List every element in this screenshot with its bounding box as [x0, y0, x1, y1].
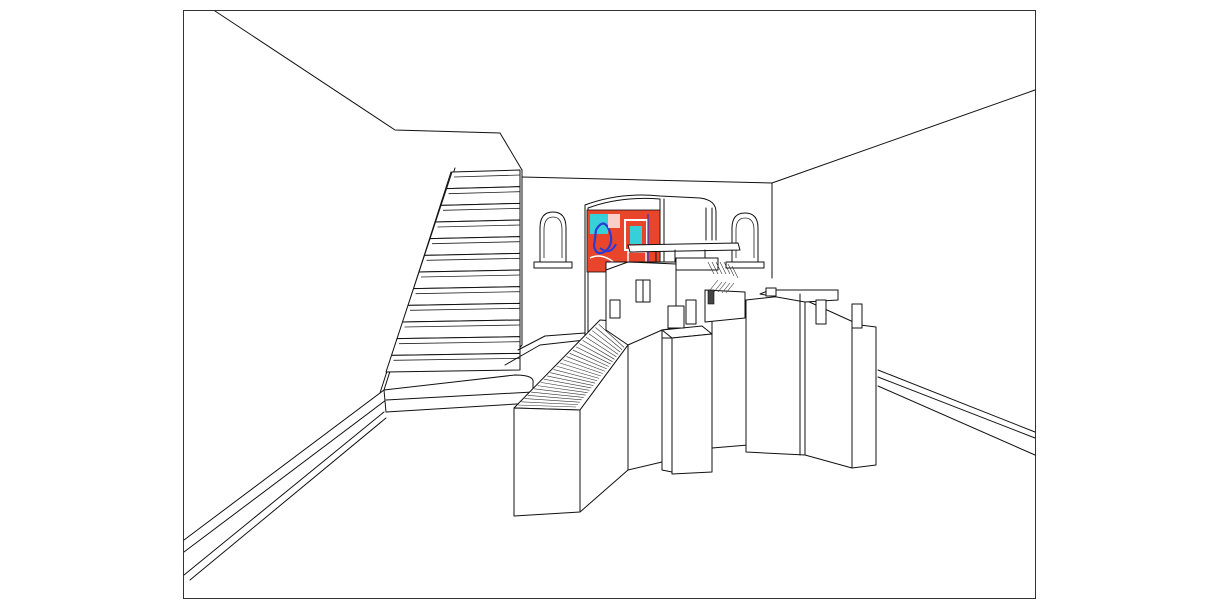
stair-tread	[402, 302, 521, 323]
left-arched-window	[533, 211, 573, 269]
stair-tread	[440, 186, 521, 206]
stair-nosing	[437, 224, 521, 228]
ramp-step-line	[550, 372, 596, 384]
model-center-block	[661, 299, 713, 475]
ramp-step-line	[553, 369, 598, 382]
stair-nosing	[448, 191, 521, 195]
stair-nosing	[409, 307, 521, 311]
stair-nosing	[453, 174, 521, 178]
ramp-step-line	[559, 362, 602, 377]
stair-nosing	[420, 274, 521, 278]
stair-nosing	[404, 324, 521, 328]
ramp-step-line	[592, 330, 621, 353]
stair-tread	[391, 336, 521, 356]
stair-tread	[407, 286, 521, 306]
ramp-step-line	[556, 365, 600, 379]
stair-nosing	[426, 257, 521, 261]
ramp-step-line	[569, 353, 607, 370]
ramp-step-line	[582, 340, 615, 360]
stair-tread	[435, 202, 521, 223]
ramp-step-line	[543, 378, 592, 389]
stair-nosing	[393, 357, 521, 361]
ramp-step-line	[524, 398, 580, 403]
ramp-step-line	[521, 401, 578, 405]
ramp-step-line	[563, 359, 604, 374]
stair-tread	[429, 219, 521, 240]
ramp-step-line	[547, 375, 594, 386]
right-baseboard	[877, 369, 1036, 456]
stair-nosing	[415, 291, 521, 295]
ramp-step-line	[534, 388, 586, 396]
stair-tread	[396, 319, 521, 340]
stair-tread	[424, 236, 521, 256]
stair-tread	[446, 169, 521, 190]
room-edges	[214, 10, 1036, 279]
ramp-step-line	[527, 395, 582, 401]
model-right-block	[745, 287, 877, 469]
model-ramp-block	[513, 319, 629, 517]
stair-nosing	[398, 341, 521, 345]
ramp-step-line	[517, 404, 577, 408]
ramp-step-line	[572, 349, 609, 367]
stair-tread	[418, 252, 521, 273]
ramp-step-line	[566, 356, 605, 372]
stair-nosing	[442, 207, 521, 211]
ramp-step-line	[595, 327, 623, 350]
ramp-step-line	[588, 333, 619, 355]
ramp-step-line	[530, 391, 584, 398]
ramp-step-line	[537, 385, 588, 393]
ramp-step-line	[579, 343, 613, 362]
ramp-step-line	[598, 324, 625, 348]
stair-tread	[385, 352, 521, 373]
model-mid-blocks	[704, 279, 749, 449]
stair-nosing	[431, 241, 521, 245]
stair-tread	[413, 269, 521, 290]
ramp-step-line	[576, 346, 611, 365]
staircase	[379, 167, 586, 413]
ramp-step-line	[585, 336, 617, 358]
ramp-step-line	[540, 382, 590, 391]
